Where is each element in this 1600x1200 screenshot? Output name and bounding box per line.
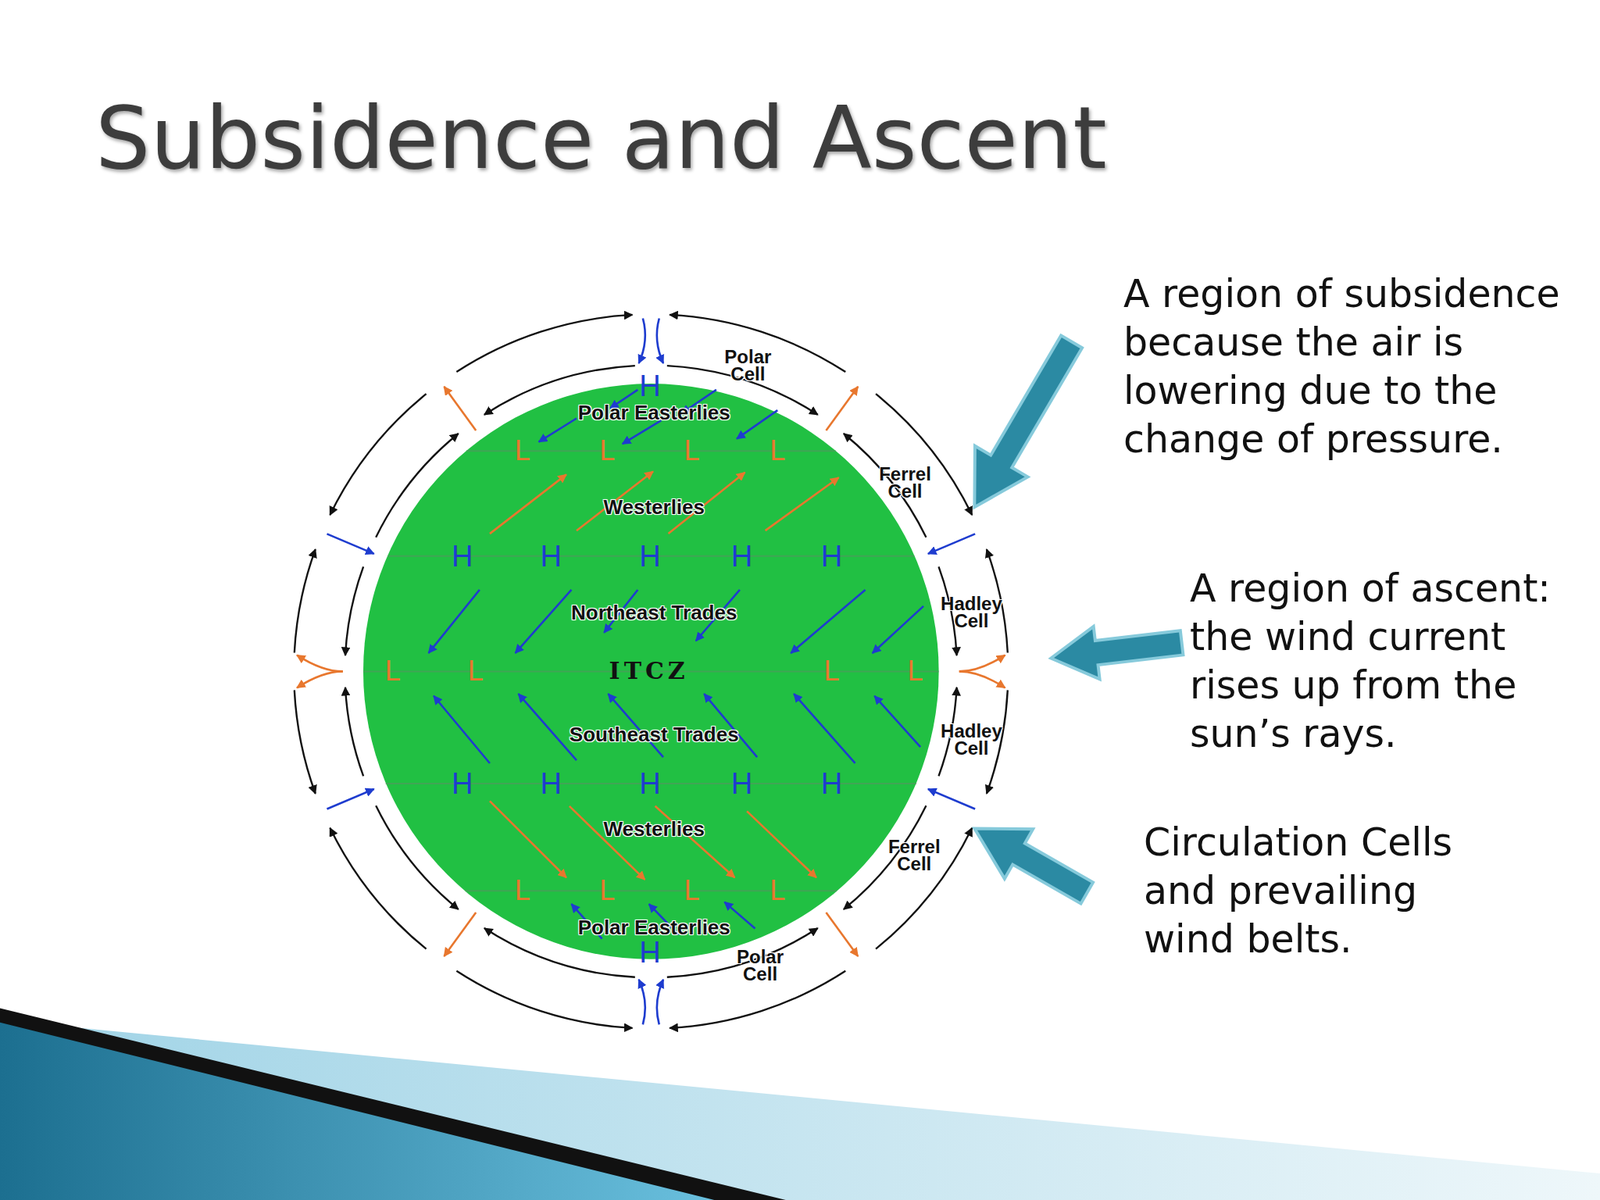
sinking-air-arrow (657, 979, 664, 1025)
pressure-letter: H (639, 768, 661, 799)
sinking-air-arrow (639, 979, 646, 1025)
wind-belt-label: Westerlies (603, 496, 705, 518)
callout-arrow (960, 803, 1101, 918)
circulation-arc (329, 393, 426, 515)
cell-label: Hadley Cell (937, 595, 1005, 630)
slide-title: Subsidence and Ascent (95, 94, 1108, 182)
callout-text: A region of subsidence because the air i… (1123, 270, 1593, 465)
circulation-arc (456, 971, 633, 1029)
wind-arrow (872, 606, 924, 654)
wind-belt-label: Polar Easterlies (578, 402, 731, 423)
circulation-arc (986, 689, 1008, 793)
wind-arrow (793, 693, 855, 764)
wind-belt-label: Northeast Trades (571, 602, 737, 623)
wind-arrow (622, 420, 662, 444)
circulation-arc (329, 828, 426, 950)
cell-label: Ferrel Cell (871, 465, 940, 500)
wind-arrow (518, 693, 577, 761)
slide-decoration (0, 1007, 786, 1200)
sinking-air-arrow (326, 318, 975, 1025)
rising-air-arrow (825, 386, 858, 431)
pressure-letter: H (731, 541, 753, 572)
callout-arrow (948, 326, 1099, 523)
wind-arrow (746, 810, 817, 878)
pressure-letter: H (821, 541, 843, 572)
wind-belt-label: Westerlies (603, 818, 705, 840)
sinking-air-arrow (928, 789, 975, 809)
pressure-letter: H (821, 768, 843, 799)
callout-text: A region of ascent: the wind current ris… (1189, 564, 1581, 759)
sinking-air-arrow (639, 318, 646, 364)
circulation-arc (294, 549, 316, 653)
cell-label: Hadley Cell (937, 722, 1005, 758)
circulation-arc (294, 314, 1008, 1029)
circulation-arc (875, 828, 972, 950)
wind-arrow (874, 696, 921, 747)
wind-arrow (515, 589, 572, 654)
wind-arrow (655, 806, 736, 878)
sinking-air-arrow (326, 789, 374, 809)
pressure-letter: L (823, 657, 840, 686)
pressure-letter: H (451, 541, 473, 572)
wind-belt-label: Polar Easterlies (578, 917, 731, 938)
rising-air-arrow (296, 671, 343, 688)
sinking-air-arrow (928, 533, 975, 554)
circulation-arc (345, 687, 364, 777)
pressure-letter: H (731, 768, 753, 799)
rising-air-arrow (443, 386, 476, 431)
pressure-letter: L (599, 436, 615, 465)
wind-arrow (765, 477, 840, 531)
wind-arrow (489, 474, 567, 534)
circulation-arc (375, 433, 459, 538)
circulation-arc (456, 314, 633, 372)
wind-arrow (433, 696, 490, 764)
pressure-letter: L (514, 876, 531, 905)
pressure-letter: L (769, 876, 786, 905)
sinking-air-arrow (657, 318, 664, 364)
cell-label: Polar Cell (714, 348, 782, 383)
rising-air-arrow (296, 655, 343, 672)
cell-label: Ferrel Cell (880, 838, 948, 873)
rising-air-arrow (825, 912, 858, 957)
circulation-arc (294, 689, 316, 793)
zone-label: ITCZ (609, 659, 690, 683)
pressure-letter: H (639, 541, 661, 572)
pressure-letter: H (451, 768, 473, 799)
wind-belt-label: Southeast Trades (569, 724, 740, 745)
cell-label: Polar Cell (726, 948, 794, 983)
earth-globe (363, 383, 940, 960)
wind-arrow (539, 418, 577, 443)
pressure-letter: L (907, 657, 924, 686)
circulation-arc (345, 566, 364, 656)
pressure-letter: L (514, 436, 531, 465)
wind-arrow (569, 806, 646, 880)
rising-air-arrow (959, 671, 1006, 688)
pressure-letter: L (684, 876, 700, 905)
wind-arrow (790, 589, 865, 654)
wind-arrow (489, 471, 840, 879)
slide-decoration (0, 1007, 1600, 1200)
sinking-air-arrow (326, 533, 374, 554)
wind-arrow (489, 800, 567, 878)
pressure-letter: H (639, 937, 661, 968)
pressure-letter: L (599, 876, 615, 905)
pressure-letter: L (385, 657, 401, 686)
wind-arrow (428, 389, 924, 940)
callout-text: Circulation Cells and prevailing wind be… (1143, 818, 1488, 965)
pressure-letter: L (769, 436, 786, 465)
circulation-arc (375, 805, 459, 910)
wind-arrow (736, 410, 778, 440)
rising-air-arrow (959, 655, 1006, 672)
wind-arrow (428, 589, 480, 654)
latitude-line (363, 450, 940, 891)
rising-air-arrow (443, 912, 476, 957)
pressure-letter: L (684, 436, 700, 465)
rising-air-arrow (296, 386, 1005, 957)
pressure-letter: L (467, 657, 484, 686)
pressure-letter: H (540, 541, 562, 572)
callout-arrow (1047, 616, 1185, 685)
pressure-letter: H (540, 768, 562, 799)
pressure-letter: H (639, 371, 661, 401)
